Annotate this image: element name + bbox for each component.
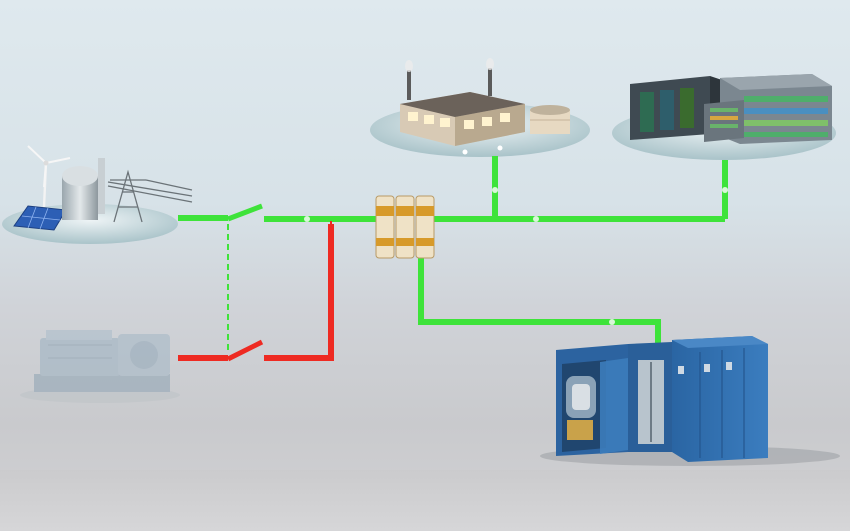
generator-bus-line: [264, 224, 334, 361]
solar-panel-icon: [13, 205, 67, 231]
power-plant-dome-icon: [62, 158, 105, 220]
utility-breaker-blade: [227, 203, 263, 222]
rotary-ups-cabinet-icon: [556, 336, 768, 462]
node-dot: [492, 187, 498, 193]
generator-breaker-blade: [226, 339, 264, 362]
node-dot: [304, 216, 310, 222]
generator-base: [34, 374, 170, 392]
server-racks-icon: [630, 74, 832, 144]
floor: [0, 470, 850, 531]
factory-icon: [400, 58, 570, 155]
wind-turbine-icon: [27, 145, 71, 208]
connections: [178, 156, 728, 362]
transmission-tower-icon: [107, 169, 193, 223]
ups-feed-line: [418, 258, 661, 346]
transfer-switch-modules-icon: [375, 195, 435, 259]
node-dot: [722, 187, 728, 193]
factory-node: [370, 58, 590, 157]
node-dot: [609, 319, 615, 325]
rotary-ups-node: [540, 336, 840, 466]
data-center-node: [612, 74, 836, 160]
node-dot: [533, 216, 539, 222]
utility-grid-node: [2, 145, 193, 244]
diesel-generator-node: [20, 330, 180, 403]
generator-engine: [40, 338, 120, 376]
